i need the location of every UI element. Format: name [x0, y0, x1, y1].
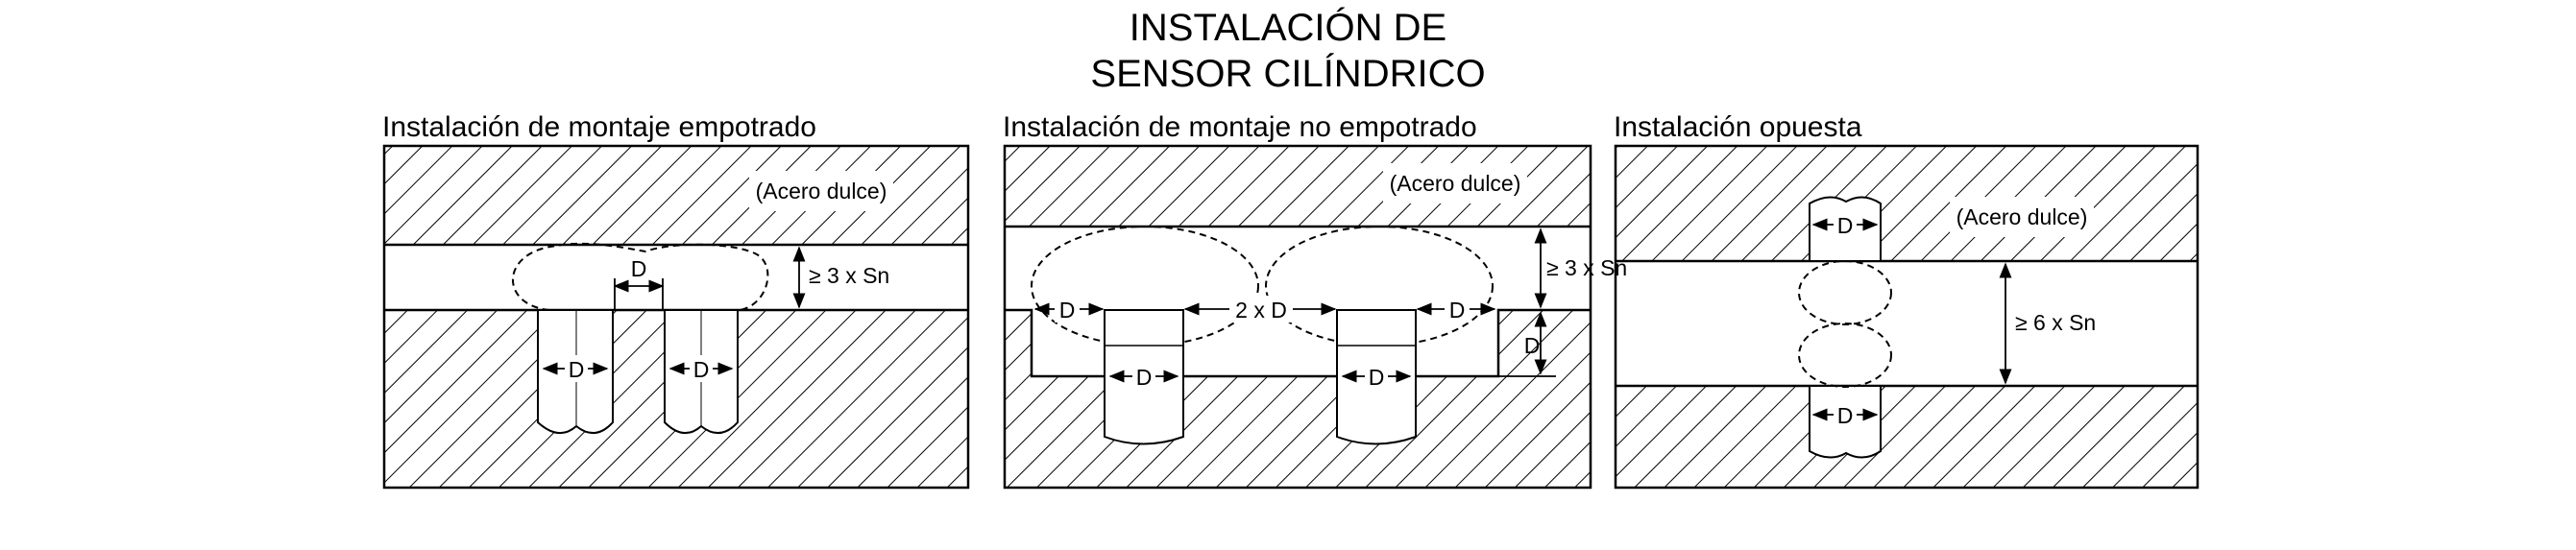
gap-label: ≥ 3 x Sn: [1546, 255, 1627, 280]
dim-label-bg: [1445, 296, 1470, 323]
wall-edge-bottom: [1005, 308, 1591, 378]
panel-title-opposed: Instalación opuesta: [1614, 111, 1862, 143]
panel-opposed-mounting: Instalación opuesta (Acero dulce) D D ≥ …: [1614, 111, 2199, 490]
dim-label-bg: [1834, 211, 1857, 238]
panel-frame: [382, 144, 970, 490]
dim-label-bg: [1229, 296, 1293, 323]
left-clearance-label: D: [1059, 298, 1076, 323]
dim-label-bg: [690, 355, 713, 382]
gap-label: ≥ 6 x Sn: [2015, 310, 2096, 335]
recess-depth-label: D: [1524, 333, 1541, 358]
material-label-bg: [1383, 163, 1527, 203]
sensor-bottom-diameter-label: D: [1837, 403, 1854, 428]
material-label-bg: [1950, 197, 2094, 237]
steel-plate-top: [1616, 146, 2198, 261]
sensor-top-diameter-label: D: [1837, 213, 1854, 238]
dim-label-bg: [1132, 363, 1155, 390]
panel-non-flush-mounting: Instalación de montaje no empotrado (Ace…: [1003, 111, 1627, 490]
panel-frame: [1614, 144, 2199, 490]
steel-plate-bottom-recessed: [1005, 310, 1591, 488]
material-label-bg: [749, 171, 893, 211]
dim-label-bg: [565, 355, 588, 382]
sensing-field-bottom: [1798, 323, 1892, 388]
sensor-a-diameter-label: D: [1136, 365, 1153, 390]
material-label: (Acero dulce): [1390, 171, 1521, 196]
sensing-field-flush: [512, 242, 769, 311]
sensor-b-diameter-label: D: [693, 357, 710, 382]
dim-label-bg: [1834, 401, 1857, 428]
dim-label-bg: [1055, 296, 1080, 323]
diagram-title-line-2: SENSOR CILÍNDRICO: [1090, 52, 1485, 95]
diagram-title-line-1: INSTALACIÓN DE: [1130, 6, 1446, 49]
material-label: (Acero dulce): [1956, 204, 2088, 229]
material-label: (Acero dulce): [756, 179, 887, 203]
panel-flush-mounting: Instalación de montaje empotrado (Acero …: [382, 111, 970, 490]
sensor-spacing-label: 2 x D: [1235, 298, 1287, 323]
sensor-b-diameter-label: D: [1369, 365, 1385, 390]
panel-title-flush: Instalación de montaje empotrado: [382, 111, 816, 143]
sensor-a-diameter-label: D: [569, 357, 585, 382]
panel-title-non-flush: Instalación de montaje no empotrado: [1003, 111, 1477, 143]
spacing-label: D: [631, 256, 647, 281]
sensing-field-top: [1798, 260, 1892, 325]
gap-label: ≥ 3 x Sn: [809, 263, 889, 288]
panel-frame: [1003, 144, 1592, 490]
dim-label-bg: [1365, 363, 1388, 390]
steel-plate-bottom: [1616, 386, 2198, 488]
right-clearance-label: D: [1449, 298, 1466, 323]
